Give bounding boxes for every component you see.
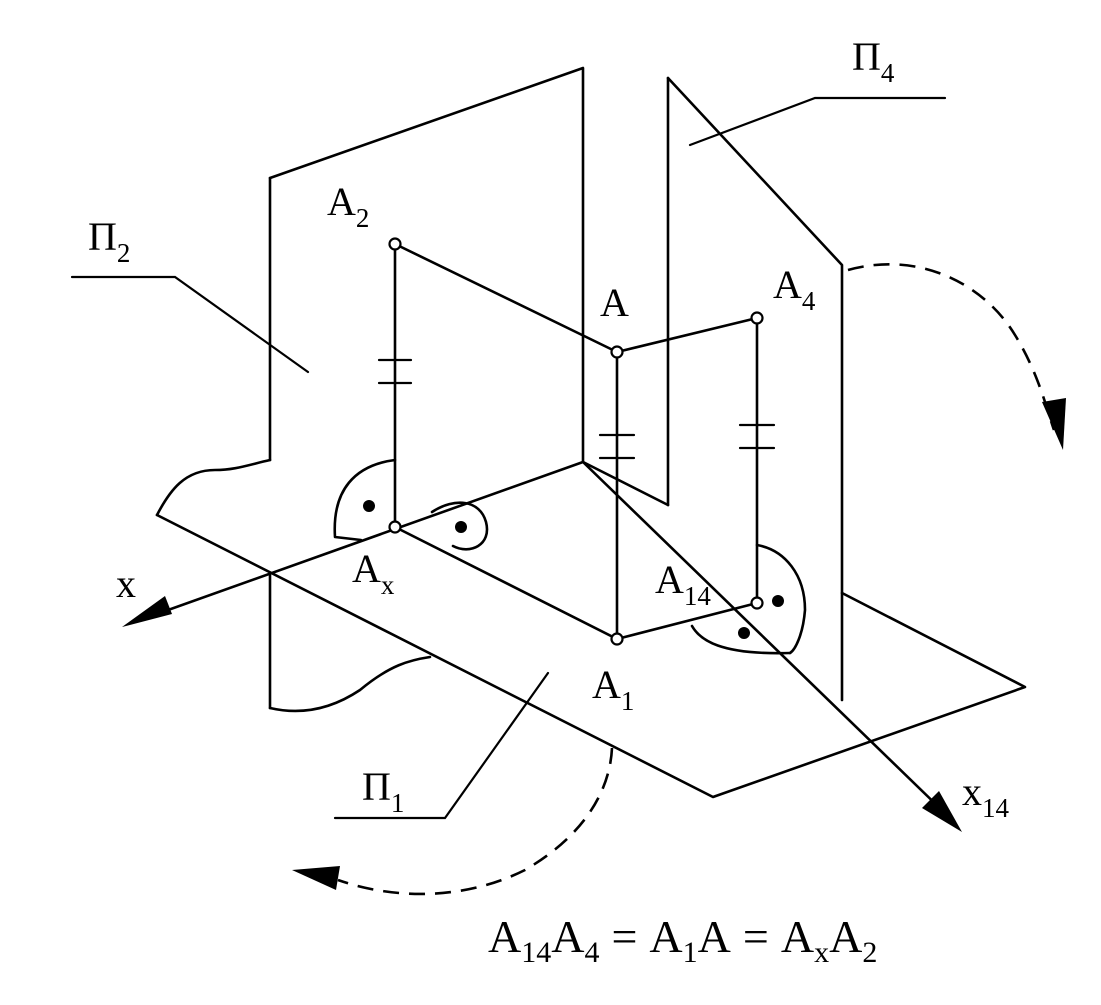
rotation-arrow-p1 <box>292 747 614 896</box>
point-a1 <box>610 632 624 646</box>
point-ax <box>388 520 402 534</box>
equal-length-ticks <box>377 358 776 460</box>
label-axis-x: x <box>116 561 136 606</box>
label-point-a2: A2 <box>327 179 369 233</box>
equation: A14A4=A1A=AxA2 <box>488 911 877 969</box>
right-angle-mark-ax-horizontal <box>430 501 489 551</box>
leader-lines <box>70 96 947 820</box>
rotation-arrow-p4 <box>847 262 1066 450</box>
label-point-a: A <box>600 280 629 325</box>
point-a14 <box>750 596 764 610</box>
label-point-ax: Ax <box>352 546 395 600</box>
label-plane-p2: Π2 <box>88 214 130 268</box>
point-a4 <box>750 311 764 325</box>
right-angle-mark-a14 <box>690 543 807 655</box>
point-a <box>610 345 624 359</box>
label-point-a14: A14 <box>655 557 711 611</box>
plane-p1-outline <box>155 460 1027 799</box>
plane-p4-outline <box>666 76 844 702</box>
label-plane-p1: Π1 <box>362 764 404 818</box>
axis-x14 <box>581 460 962 832</box>
label-axis-x14: x14 <box>962 769 1010 823</box>
right-angle-mark-ax-vertical <box>333 458 397 542</box>
projection-lines <box>393 242 759 641</box>
axis-x <box>122 460 585 627</box>
label-point-a1: A1 <box>592 662 634 716</box>
plane-p2-outline <box>155 66 585 713</box>
label-point-a4: A4 <box>773 262 816 316</box>
point-a2 <box>388 237 402 251</box>
point-markers <box>388 237 764 646</box>
label-plane-p4: Π4 <box>852 34 895 88</box>
